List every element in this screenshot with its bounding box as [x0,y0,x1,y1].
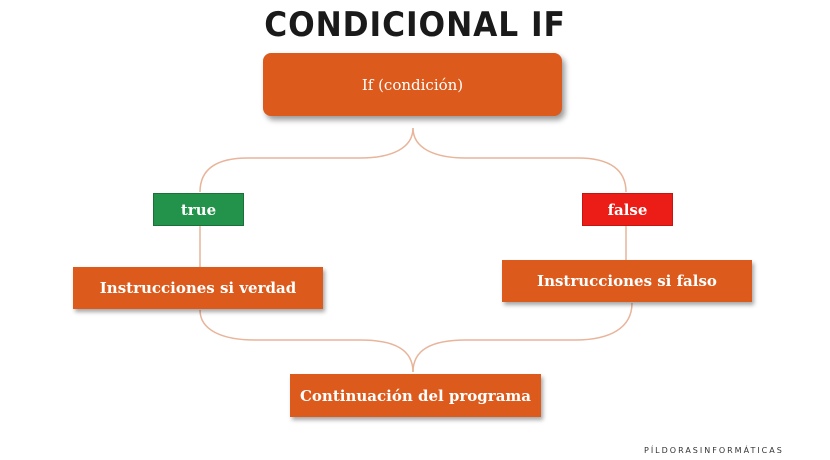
true-branch-box: Instrucciones si verdad [73,267,323,309]
top-brace-right [412,127,627,193]
diagram-title: CONDICIONAL IF [264,5,566,45]
false-label-box: false [582,193,673,226]
bottom-brace-left [199,309,414,373]
false-branch-box: Instrucciones si falso [502,260,752,302]
true-label-box: true [153,193,244,226]
bottom-brace-right [412,302,633,373]
continuation-box: Continuación del programa [290,374,541,417]
condition-box: If (condición) [263,53,562,116]
top-brace [199,127,414,193]
watermark-text: PÍLDORASINFORMÁTICAS [644,446,784,455]
